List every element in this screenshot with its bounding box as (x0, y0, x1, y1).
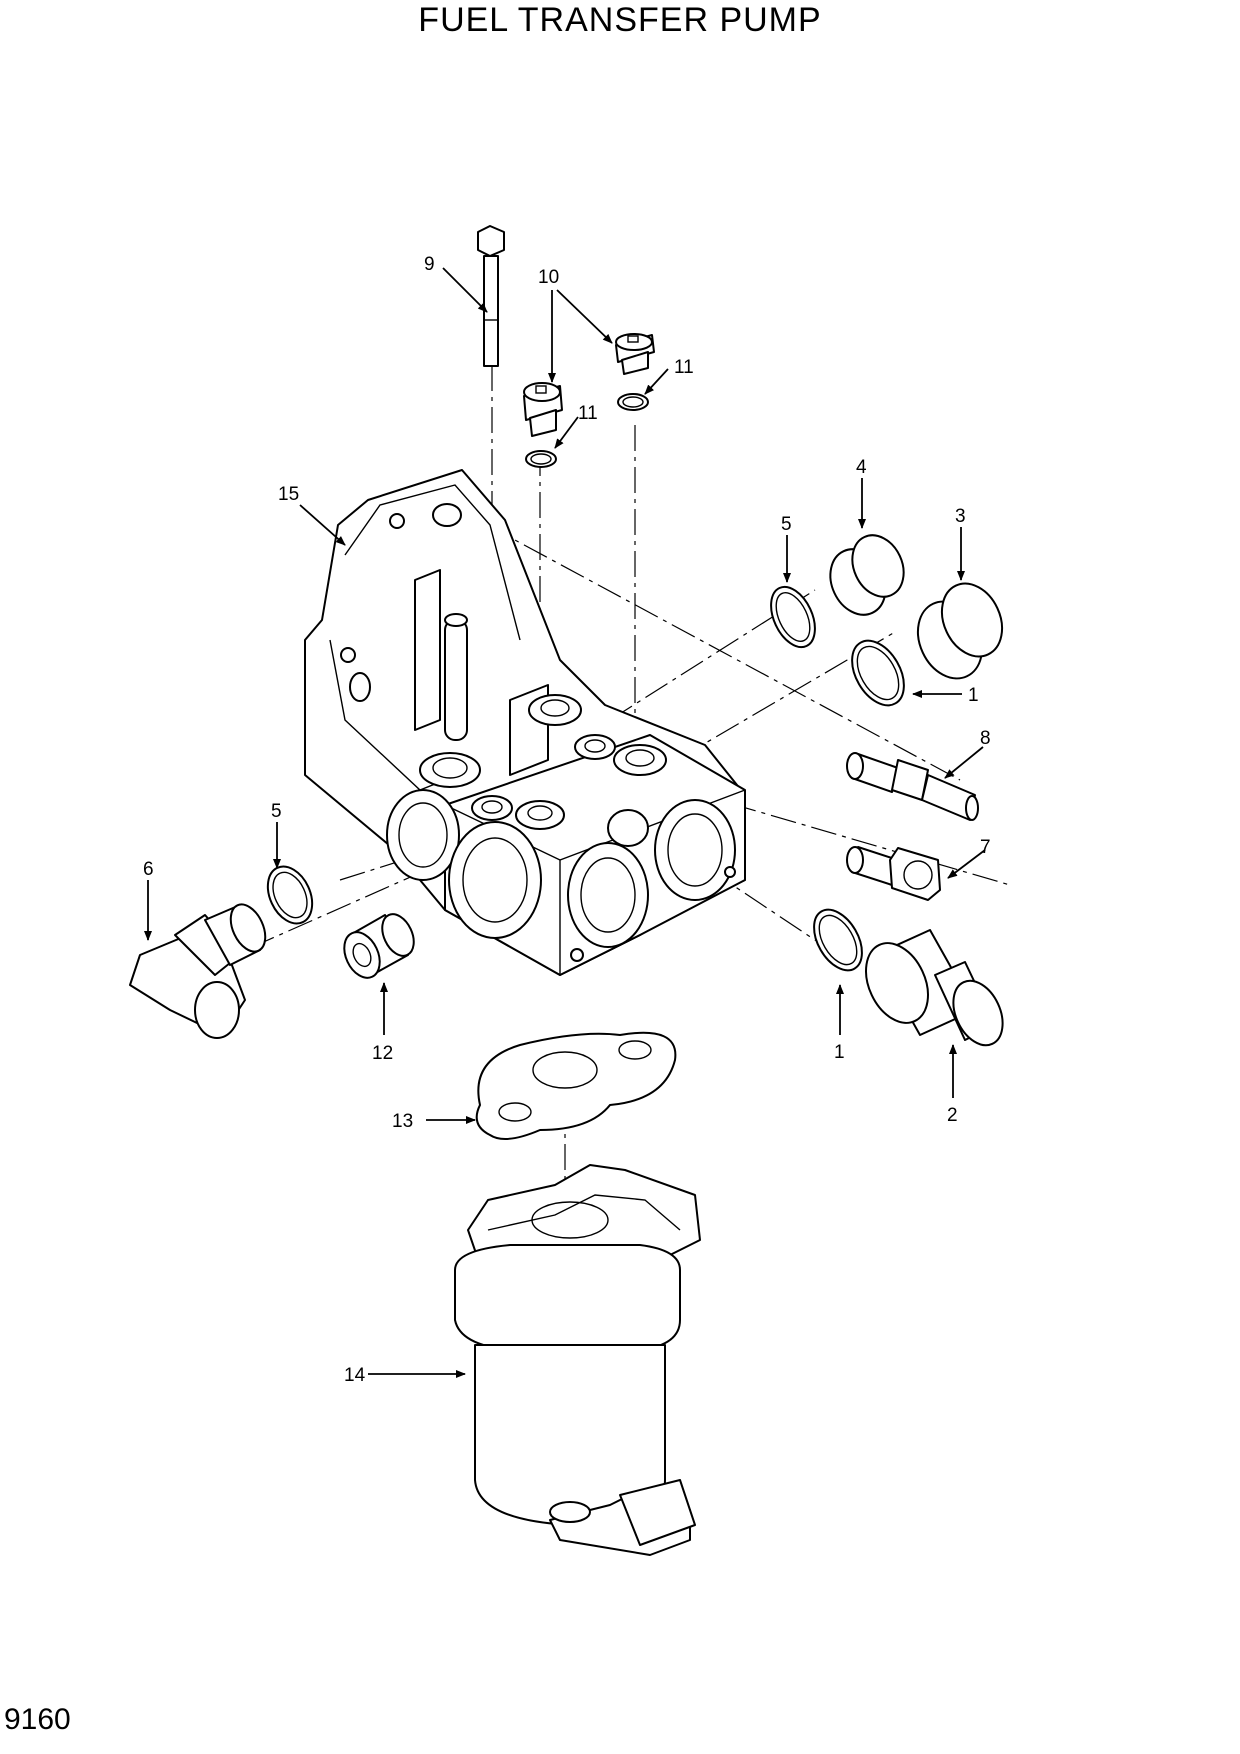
callout-14: 14 (344, 1365, 366, 1386)
bolt (477, 225, 505, 367)
page-number: 9160 (4, 1703, 71, 1736)
small-plug (343, 913, 415, 979)
pump-motor (454, 1164, 701, 1556)
callout-11-lower: 11 (578, 403, 598, 424)
page-title: FUEL TRANSFER PUMP (418, 1, 822, 39)
callout-2: 2 (947, 1105, 958, 1126)
callout-7: 7 (980, 837, 991, 858)
o-ring-upper (617, 393, 649, 411)
callout-12: 12 (372, 1043, 393, 1064)
callout-1-upper: 1 (968, 685, 979, 706)
o-ring-upper-right (851, 639, 905, 707)
hex-fitting (846, 846, 941, 901)
o-ring-lower (525, 450, 557, 468)
gasket (475, 1031, 677, 1140)
o-ring-lower-right (813, 908, 863, 972)
callout-6: 6 (143, 859, 154, 880)
callout-13: 13 (392, 1111, 413, 1132)
callout-4: 4 (856, 457, 867, 478)
plug-small-right (829, 534, 905, 616)
plug-upper (615, 333, 655, 375)
o-ring-right (770, 585, 816, 649)
callout-11-upper: 11 (674, 357, 694, 378)
callout-10: 10 (538, 267, 559, 288)
plug-large-right (916, 582, 1004, 680)
pump-housing-bracket (304, 469, 746, 976)
leader-lines (144, 267, 986, 1378)
callout-labels: 9 10 11 11 15 5 4 3 1 8 7 5 6 12 1 2 13 … (143, 254, 991, 1386)
plug-lower (523, 382, 563, 437)
callout-15: 15 (278, 484, 299, 505)
elbow-fitting (129, 903, 267, 1039)
callout-1-lower: 1 (834, 1042, 845, 1063)
threaded-fitting (846, 752, 979, 821)
o-ring-left (266, 865, 314, 925)
adapter-fitting (865, 929, 1004, 1047)
callout-5-left: 5 (271, 801, 282, 822)
callout-9: 9 (424, 254, 435, 275)
callout-8: 8 (980, 728, 991, 749)
callout-3: 3 (955, 506, 966, 527)
callout-5-right: 5 (781, 514, 792, 535)
